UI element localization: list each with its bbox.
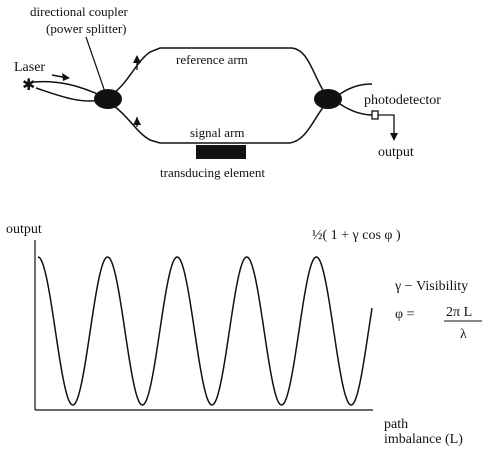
laser-label: Laser [14,60,45,75]
reference-arm-fiber [113,47,325,94]
output-label: output [378,145,414,160]
laser-source-icon: ✱ [22,75,35,94]
phase-definition-numerator: 2π L [446,305,472,320]
interference-curve [37,256,373,406]
power-splitter-label: (power splitter) [46,21,127,36]
lower-arm-arrow-head [133,117,141,125]
output-fiber-upper [339,83,373,95]
plot-x-axis-label-line2: imbalance (L) [384,432,463,447]
interference-plot: output path imbalance (L) ½( 1 + γ cos φ… [6,222,482,447]
phase-definition-lhs: φ = [395,307,415,322]
plot-y-axis-label: output [6,222,42,237]
coupler-pointer [85,36,106,93]
output-formula: ½( 1 + γ cos φ ) [312,228,401,243]
input-coupler [94,89,122,109]
output-fiber-lower [339,103,374,116]
visibility-definition: γ − Visibility [394,279,468,294]
output-coupler [314,89,342,109]
photodetector-label: photodetector [364,93,441,108]
upper-arm-arrow-head [133,55,141,63]
photodetector-icon [371,110,379,120]
laser-input-fiber [32,80,103,97]
output-signal-line [378,114,395,136]
interferometer-diagram: directional coupler (power splitter) Las… [14,4,441,180]
reference-arm-label: reference arm [176,52,248,67]
transducing-element-label: transducing element [160,165,265,180]
directional-coupler-label: directional coupler [30,4,128,19]
laser-arrow-head [62,73,70,81]
plot-x-axis-label-line1: path [384,417,408,432]
output-arrow-head [390,133,398,141]
phase-definition-denominator: λ [460,327,467,342]
signal-arm-label: signal arm [190,125,245,140]
signal-arm-fiber [113,105,325,144]
laser-lower-fiber [35,87,103,102]
transducing-element-block [196,145,246,159]
